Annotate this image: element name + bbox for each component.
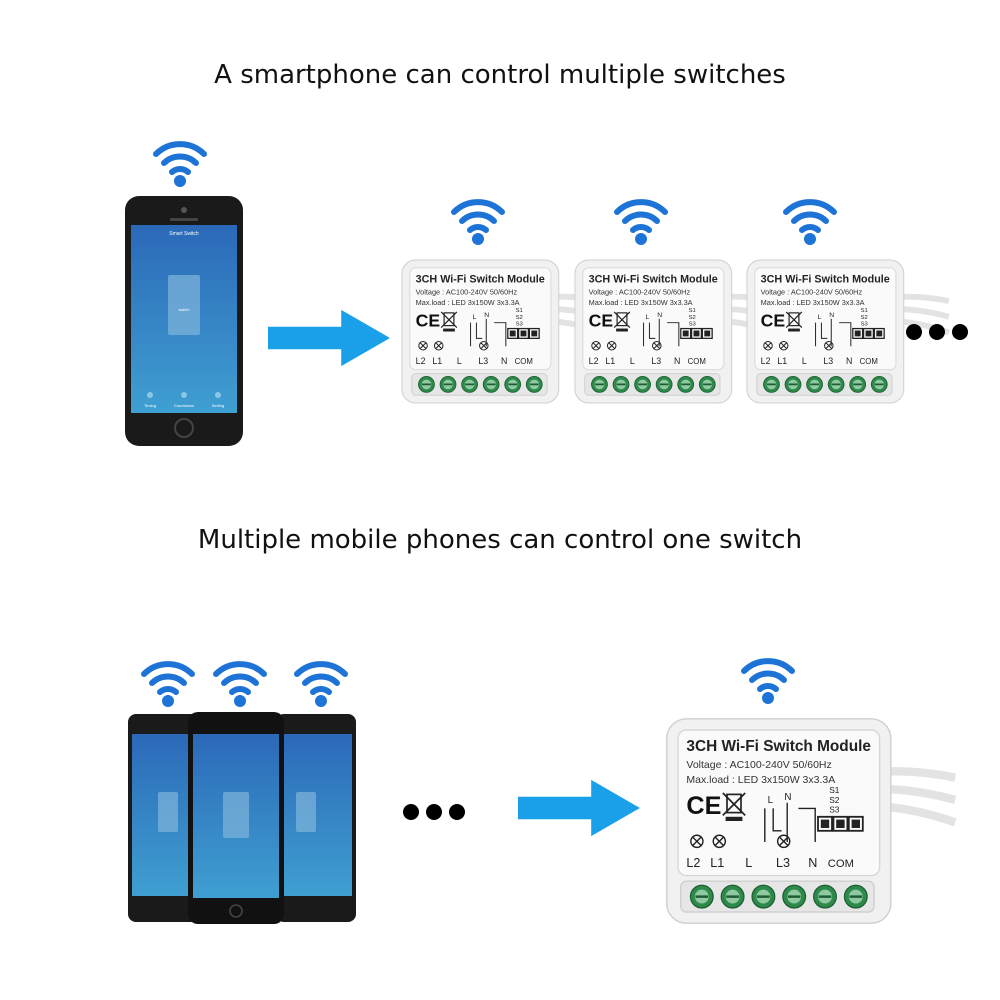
svg-text:N: N bbox=[674, 356, 680, 366]
svg-text:L2: L2 bbox=[686, 856, 700, 870]
svg-text:L3: L3 bbox=[776, 856, 790, 870]
svg-text:COM: COM bbox=[828, 858, 854, 870]
tab-countdown: Countdown bbox=[174, 403, 194, 408]
svg-text:COM: COM bbox=[515, 357, 533, 366]
svg-text:L3: L3 bbox=[651, 356, 661, 366]
svg-text:L1: L1 bbox=[710, 856, 724, 870]
svg-text:COM: COM bbox=[688, 357, 706, 366]
svg-text:COM: COM bbox=[860, 357, 878, 366]
svg-text:S1: S1 bbox=[689, 308, 696, 314]
wifi-icon bbox=[782, 193, 838, 245]
wifi-icon bbox=[740, 652, 796, 704]
svg-text:S2: S2 bbox=[516, 315, 523, 321]
svg-text:L3: L3 bbox=[478, 356, 488, 366]
right-arrow-icon bbox=[268, 308, 390, 368]
wifi-icon bbox=[613, 193, 669, 245]
module-voltage: Voltage : AC100-240V 50/60Hz bbox=[761, 287, 863, 296]
svg-text:L3: L3 bbox=[823, 356, 833, 366]
wifi-icon bbox=[293, 655, 349, 707]
svg-text:L: L bbox=[745, 856, 752, 870]
svg-text:L1: L1 bbox=[605, 356, 615, 366]
svg-text:S1: S1 bbox=[861, 308, 868, 314]
svg-text:L: L bbox=[457, 356, 462, 366]
smartphone bbox=[188, 712, 284, 924]
switch-label: switch bbox=[178, 307, 189, 312]
svg-text:L2: L2 bbox=[589, 356, 599, 366]
wifi-icon bbox=[152, 135, 208, 187]
right-arrow-icon bbox=[518, 778, 640, 838]
svg-text:L1: L1 bbox=[432, 356, 442, 366]
module-load: Max.load : LED 3x150W 3x3.3A bbox=[416, 298, 520, 307]
svg-text:N: N bbox=[829, 312, 834, 319]
smartphone: Smart Switch switch Timing Countdown Set… bbox=[125, 196, 243, 446]
svg-text:S2: S2 bbox=[829, 795, 840, 805]
ce-mark-icon: CE bbox=[686, 792, 721, 820]
svg-text:N: N bbox=[808, 856, 817, 870]
module-name: 3CH Wi-Fi Switch Module bbox=[761, 274, 890, 286]
svg-text:L: L bbox=[630, 356, 635, 366]
svg-text:N: N bbox=[784, 792, 791, 803]
module-voltage: Voltage : AC100-240V 50/60Hz bbox=[416, 287, 518, 296]
app-title: Smart Switch bbox=[169, 231, 199, 237]
tab-setting: Setting bbox=[212, 403, 224, 408]
ellipsis-icon bbox=[401, 802, 467, 822]
module-name: 3CH Wi-Fi Switch Module bbox=[589, 274, 718, 286]
wifi-icon bbox=[450, 193, 506, 245]
svg-text:L: L bbox=[802, 356, 807, 366]
svg-text:L: L bbox=[818, 314, 822, 321]
phones-group bbox=[128, 712, 356, 924]
section-2-title: Multiple mobile phones can control one s… bbox=[197, 525, 803, 555]
svg-text:S1: S1 bbox=[829, 785, 840, 795]
module-load: Max.load : LED 3x150W 3x3.3A bbox=[686, 774, 835, 786]
module-load: Max.load : LED 3x150W 3x3.3A bbox=[761, 298, 865, 307]
ce-mark-icon: CE bbox=[589, 311, 614, 331]
svg-text:S3: S3 bbox=[829, 805, 840, 815]
module-load: Max.load : LED 3x150W 3x3.3A bbox=[589, 298, 693, 307]
wifi-icon bbox=[212, 655, 268, 707]
module-voltage: Voltage : AC100-240V 50/60Hz bbox=[686, 759, 831, 771]
svg-text:S3: S3 bbox=[861, 322, 868, 328]
module-name: 3CH Wi-Fi Switch Module bbox=[416, 274, 545, 286]
weee-bin-icon bbox=[440, 311, 458, 332]
svg-text:L: L bbox=[646, 314, 650, 321]
section-1-title: A smartphone can control multiple switch… bbox=[214, 60, 786, 90]
svg-text:N: N bbox=[657, 312, 662, 319]
ce-mark-icon: CE bbox=[761, 311, 786, 331]
svg-text:S2: S2 bbox=[689, 315, 696, 321]
tab-timing: Timing bbox=[144, 403, 156, 408]
svg-text:N: N bbox=[501, 356, 507, 366]
weee-bin-icon bbox=[785, 311, 803, 332]
svg-text:N: N bbox=[484, 312, 489, 319]
svg-text:L1: L1 bbox=[777, 356, 787, 366]
svg-text:L2: L2 bbox=[416, 356, 426, 366]
svg-text:S3: S3 bbox=[516, 322, 523, 328]
module-name: 3CH Wi-Fi Switch Module bbox=[686, 738, 871, 755]
wifi-icon bbox=[140, 655, 196, 707]
weee-bin-icon bbox=[613, 311, 631, 332]
svg-text:S2: S2 bbox=[861, 315, 868, 321]
module-voltage: Voltage : AC100-240V 50/60Hz bbox=[589, 287, 691, 296]
svg-text:S1: S1 bbox=[516, 308, 523, 314]
svg-text:L: L bbox=[473, 314, 477, 321]
ce-mark-icon: CE bbox=[416, 311, 441, 331]
svg-text:L: L bbox=[768, 795, 774, 806]
svg-text:L2: L2 bbox=[761, 356, 771, 366]
svg-text:N: N bbox=[846, 356, 852, 366]
smartphone bbox=[276, 714, 356, 922]
ellipsis-icon bbox=[904, 322, 970, 342]
weee-bin-icon bbox=[722, 792, 746, 821]
svg-text:S3: S3 bbox=[689, 322, 696, 328]
